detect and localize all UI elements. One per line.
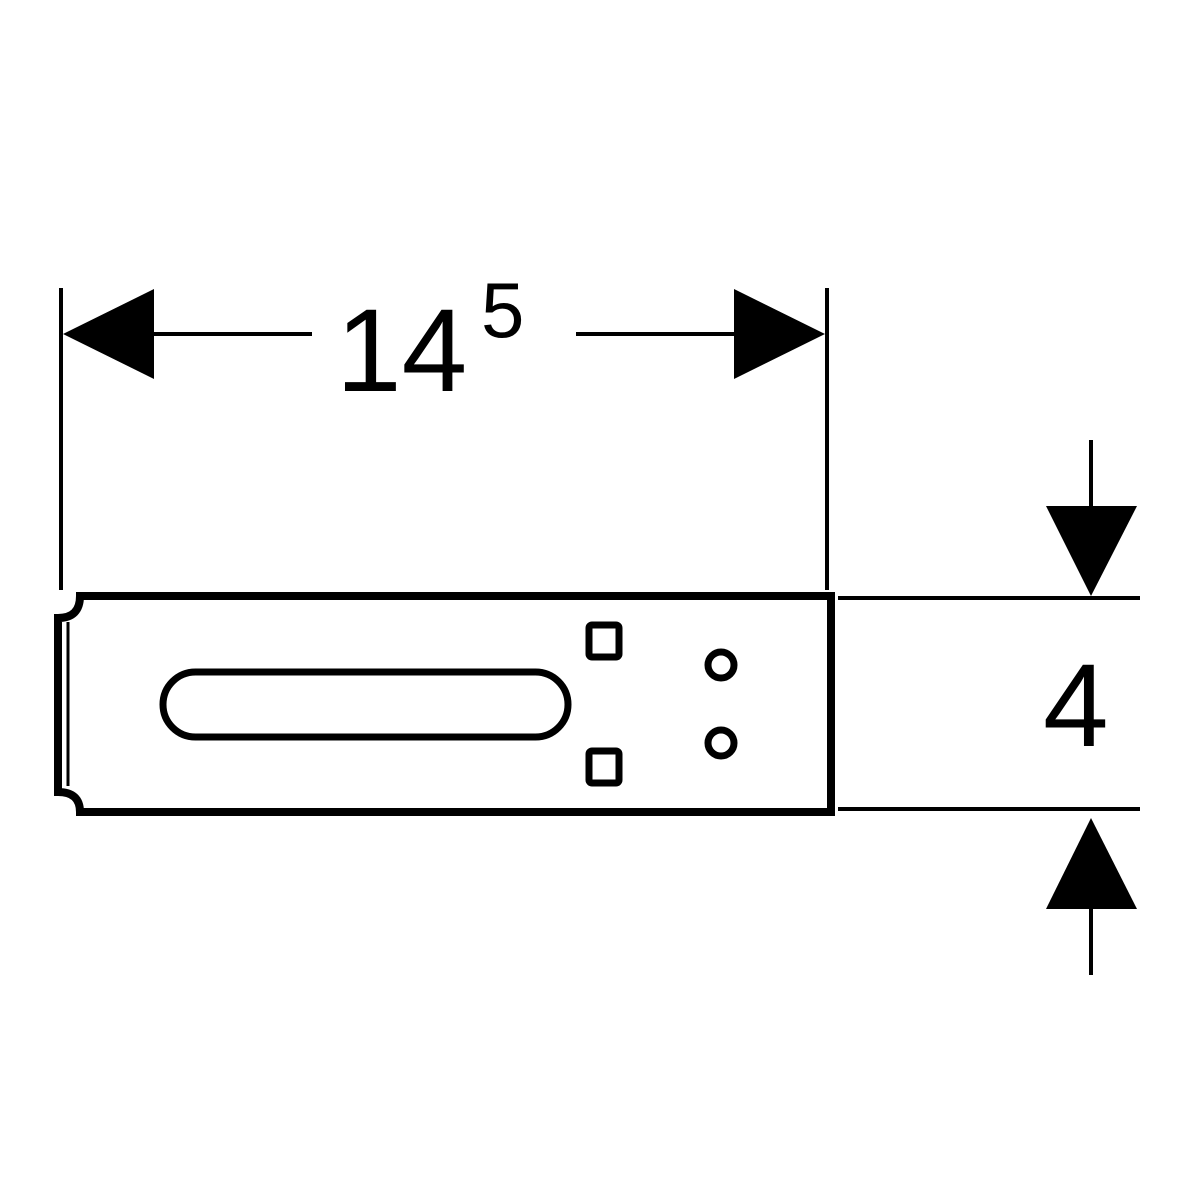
round-hole-top bbox=[704, 648, 738, 682]
height-dimension-value: 4 bbox=[1043, 640, 1109, 772]
width-arrow-left bbox=[63, 289, 154, 379]
square-hole-bottom bbox=[585, 747, 623, 787]
width-dimension-superscript: 5 bbox=[481, 266, 524, 354]
slot-opening bbox=[159, 668, 572, 741]
width-dimension-value: 14 bbox=[336, 285, 467, 417]
width-arrow-right bbox=[734, 289, 825, 379]
height-arrow-top bbox=[1046, 506, 1137, 596]
part-outline bbox=[54, 592, 835, 816]
height-arrow-bottom bbox=[1046, 818, 1137, 909]
square-hole-top bbox=[585, 621, 623, 661]
round-hole-bottom bbox=[704, 726, 738, 760]
